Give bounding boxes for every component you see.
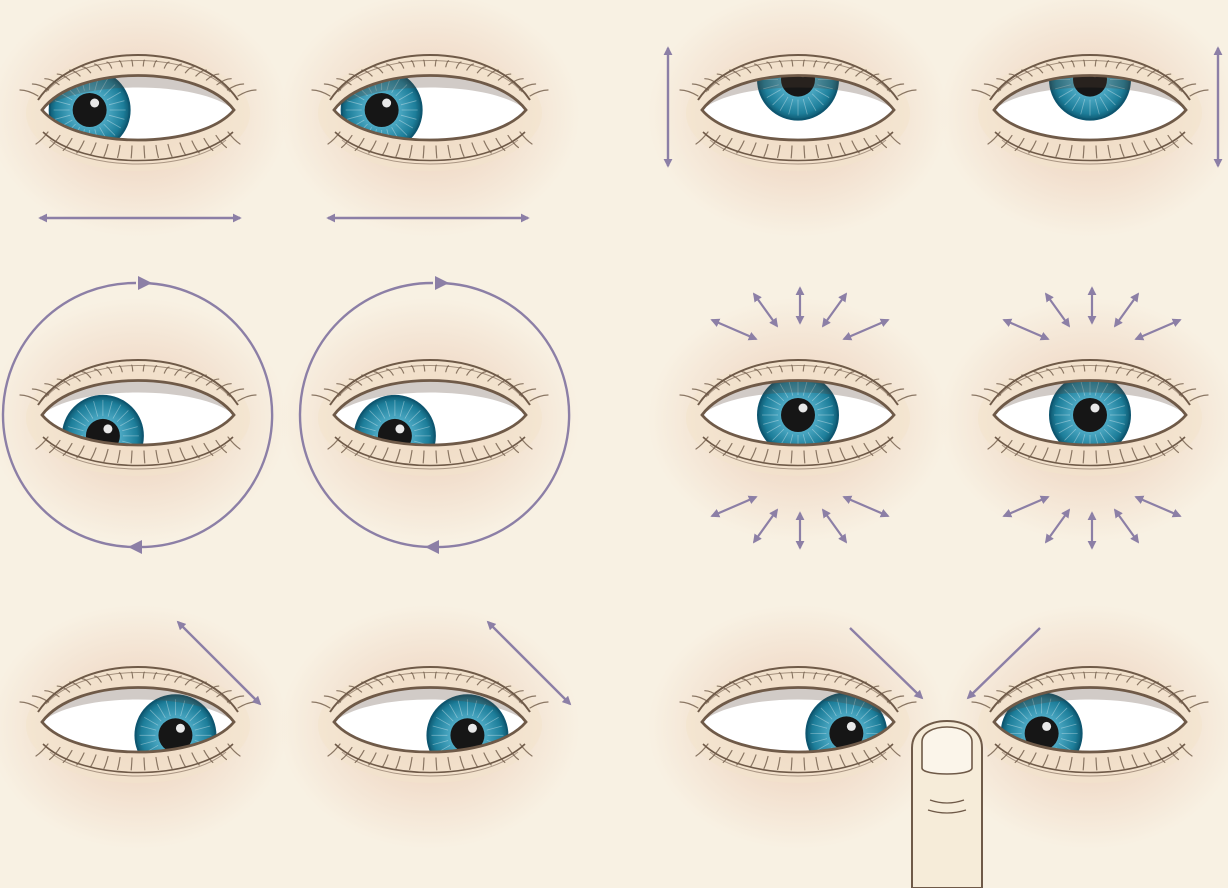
pupil [781,398,815,432]
eye-diagonal-2 [280,605,580,849]
eye-left-right-1 [0,0,288,237]
pupil [365,93,399,127]
eye-wide-2 [940,298,1228,542]
pupil [1073,398,1107,432]
eye-focus-2 [940,605,1228,849]
eye-rolling-2 [280,298,580,542]
fingernail [922,727,972,774]
pupil [73,93,107,127]
eye-focus-1 [648,605,948,849]
eye-wide-1 [648,298,948,542]
eye-up-down-1 [648,0,948,237]
eye-up-down-2 [940,0,1228,237]
eye-left-right-2 [280,0,580,237]
finger [912,721,982,888]
eye-diagonal-1 [0,605,288,849]
